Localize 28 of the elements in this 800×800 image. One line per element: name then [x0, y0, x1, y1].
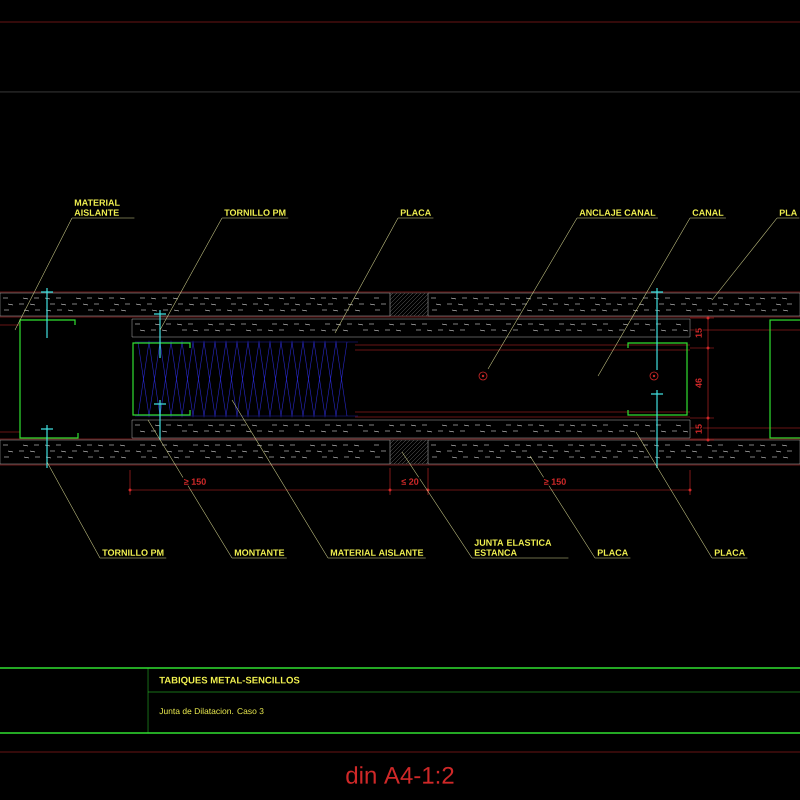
- callout-label: MONTANTE: [232, 549, 287, 558]
- callout-label: MATERIAL AISLANTE: [72, 200, 135, 218]
- callout-label: PLACA: [398, 209, 434, 218]
- leader-line: [148, 420, 232, 558]
- leader-line: [636, 432, 712, 558]
- leader-line: [712, 218, 778, 300]
- leader-line: [488, 218, 578, 370]
- leader-line: [14, 218, 72, 330]
- callout-label: PLA: [776, 210, 800, 218]
- leader-line: [46, 462, 100, 558]
- callout-label: ANCLAJE CANAL: [576, 209, 658, 218]
- leader-line: [334, 218, 398, 334]
- leader-line: [160, 218, 222, 330]
- leader-line: [598, 218, 690, 376]
- callout-label: CANAL: [690, 209, 726, 218]
- callout-label: PLACA: [712, 549, 748, 558]
- callout-label: PLACA: [594, 549, 631, 558]
- dimension-text: 15: [694, 423, 703, 436]
- callout-label: JUNTA ELASTICA ESTANCA: [472, 539, 569, 558]
- callout-label: TORNILLO PM: [100, 549, 166, 558]
- leader-line: [232, 400, 328, 558]
- callout-label: MATERIAL AISLANTE: [328, 549, 426, 558]
- title-text: TABIQUES METAL-SENCILLOS: [158, 676, 301, 686]
- dimension-text: 15: [694, 327, 703, 339]
- callout-label: TORNILLO PM: [222, 209, 288, 218]
- sheet-format-text: din A4-1:2: [344, 765, 456, 785]
- leader-line: [402, 452, 472, 558]
- leader-line: [530, 456, 596, 558]
